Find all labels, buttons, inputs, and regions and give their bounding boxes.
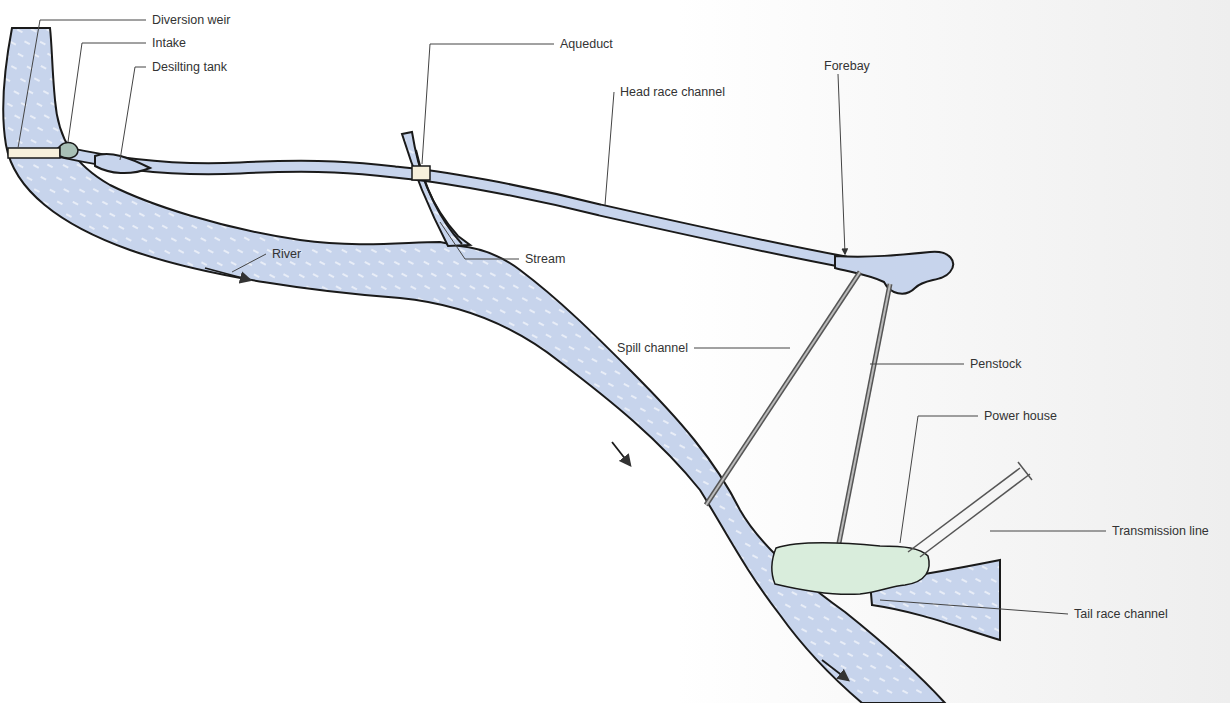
part-label: Stream	[523, 252, 567, 267]
part-label: Spill channel	[615, 341, 690, 356]
penstock	[838, 284, 890, 548]
penstock-core	[838, 284, 890, 548]
stream-branch	[416, 150, 462, 244]
intake	[60, 143, 78, 158]
aqueduct	[412, 166, 430, 180]
part-label: Intake	[150, 36, 188, 51]
transmission-line	[908, 468, 1020, 552]
head-race-channel	[62, 152, 845, 262]
spill-channel	[706, 272, 860, 505]
part-label: Aqueduct	[558, 37, 615, 52]
spill-channel-core	[706, 272, 860, 505]
part-label: Diversion weir	[150, 13, 233, 28]
river	[3, 28, 945, 703]
flow-arrow	[612, 442, 630, 465]
stream	[402, 132, 470, 246]
part-label: Tail race channel	[1072, 607, 1170, 622]
power-house	[772, 543, 929, 595]
part-label: Head race channel	[618, 85, 727, 100]
leader-lines	[18, 20, 1106, 614]
head-race-channel-outline	[62, 152, 845, 262]
part-label: Forebay	[822, 59, 872, 74]
transmission-line-end	[1018, 462, 1032, 480]
part-label: River	[270, 247, 303, 262]
part-label: Power house	[982, 409, 1059, 424]
part-label: Penstock	[968, 357, 1023, 372]
transmission-line	[920, 474, 1030, 557]
diversion-weir	[8, 148, 60, 158]
flow-arrow	[822, 660, 848, 680]
flow-arrow	[205, 268, 250, 280]
desilting-tank	[95, 154, 150, 173]
part-label: Transmission line	[1110, 524, 1211, 539]
part-label: Desilting tank	[150, 60, 229, 75]
